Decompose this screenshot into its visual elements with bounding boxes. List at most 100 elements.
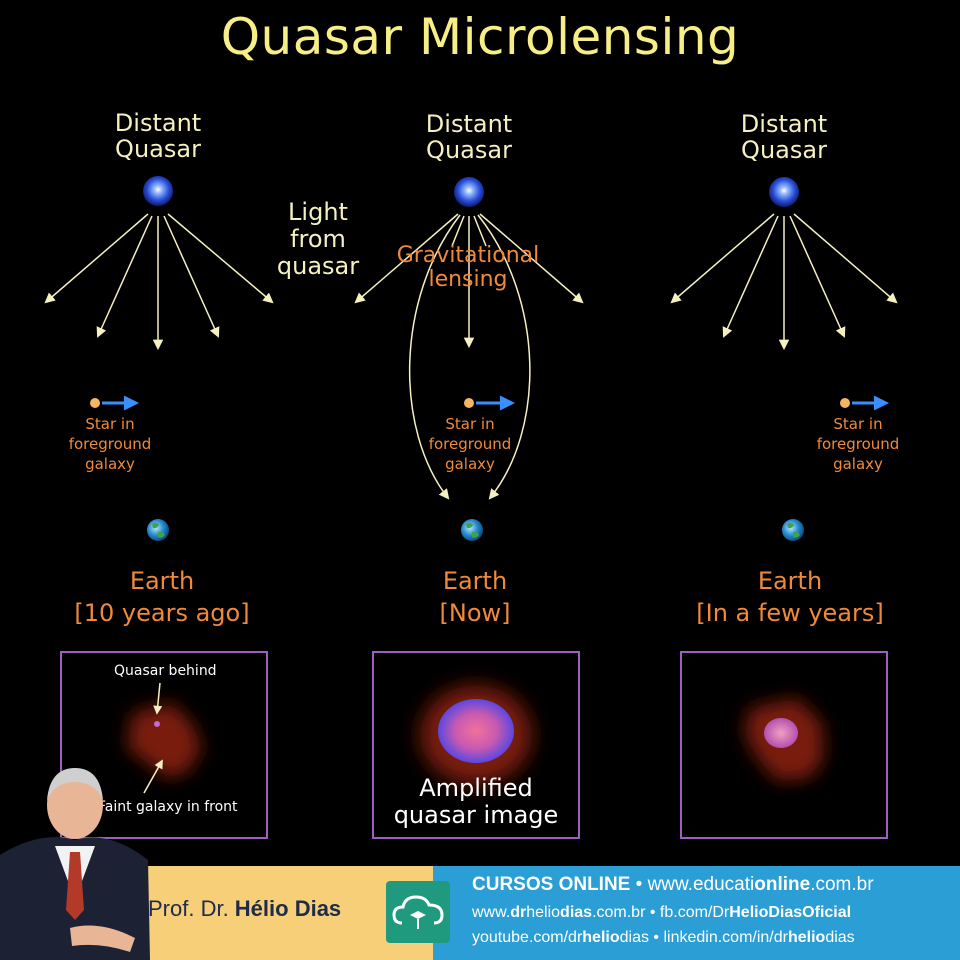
faint-galaxy-label: Faint galaxy in front [98,799,238,815]
star-label-center: Star in foreground galaxy [400,414,540,474]
light-from-quasar-label: Light from quasar [268,199,368,280]
lensing-label-line1: Gravitational [396,243,540,268]
light-ray [44,213,149,304]
earth-label-line2: [10 years ago] [74,599,250,627]
footer-text-part: helio [582,929,620,946]
footer-text-part: dias [560,904,593,921]
star-label-line2: foreground [428,435,512,453]
footer-text-part: dr [510,904,527,921]
panel-past-image [127,682,202,794]
light-label-line1: Light [288,198,348,226]
quasar-label-right: Distant Quasar [714,111,854,163]
quasar-label-line1: Distant [425,110,513,138]
quasar-behind-pointer [153,682,163,715]
light-ray [479,213,584,304]
amplified-quasar-label: Amplified quasar image [374,775,578,829]
earth-label-line2: [Now] [439,599,511,627]
lensing-label-line2: lensing [428,267,508,292]
star-label-line2: foreground [68,435,152,453]
light-ray [96,215,153,338]
footer-text-part: .com.br • fb.com/Dr [592,904,730,921]
earth-label-left: Earth [10 years ago] [12,565,312,629]
presenter-surname: Hélio Dias [234,896,342,921]
presenter-face [47,771,103,839]
star-dot [90,398,100,408]
quasar-sphere [143,176,173,206]
light-ray-short [473,215,487,247]
star-label-right: Star in foreground galaxy [788,414,928,474]
footer-text-part: dias • linkedin.com/in/dr [619,929,788,946]
footer-line-social[interactable]: youtube.com/drheliodias • linkedin.com/i… [472,929,855,947]
quasar-label-line2: Quasar [426,136,512,164]
light-ray [354,213,459,304]
quasar-sphere [769,177,799,207]
star-label-line3: galaxy [833,455,883,473]
gravitational-lensing-label: Gravitational lensing [368,244,568,292]
footer-text-part: helio [787,929,826,946]
amplified-quasar-image [438,699,514,763]
earth-label-line1: Earth [442,567,508,595]
presenter-tie [66,852,84,920]
presenter-hands [70,925,135,952]
footer-text-part: helio [526,904,561,921]
quasar-label-left: Distant Quasar [88,110,228,162]
footer-text-part: www. [472,904,511,921]
light-ray [789,215,846,338]
online-courses-logo [386,881,450,943]
observation-panel-now: Amplified quasar image [372,651,580,839]
light-rays-left [44,213,274,351]
star-label-line3: galaxy [85,455,135,473]
earth-globe [461,519,483,541]
footer-text-part: • www.educati [630,874,755,895]
star-label-line1: Star in [833,415,883,433]
light-ray [722,215,779,338]
presenter-hair [47,768,103,800]
foreground-star-right [840,395,889,411]
light-ray [670,213,775,304]
star-label-line1: Star in [85,415,135,433]
cloud-graduation-icon [392,895,444,929]
footer-text-part: online [754,874,811,895]
quasar-left [143,176,173,206]
lensed-ray-left [409,214,461,500]
light-ray [793,213,898,304]
quasar-label-line1: Distant [740,110,828,138]
light-ray-short [451,215,465,247]
microlensing-diagram [44,176,898,541]
earth-continents [152,522,165,538]
earth-left [147,519,169,541]
quasar-sphere [454,177,484,207]
presenter-prefix: Prof. Dr. [148,896,235,921]
star-label-left: Star in foreground galaxy [40,414,180,474]
amplified-label-line2: quasar image [393,801,559,829]
earth-right [782,519,804,541]
courses-online-text: CURSOS ONLINE [472,874,631,895]
light-label-line2: from [290,225,346,253]
earth-label-line1: Earth [757,567,823,595]
earth-continents [787,522,800,538]
earth-label-right: Earth [In a few years] [640,565,940,629]
footer-text-part: HelioDiasOficial [729,904,852,921]
lensed-ray-right [477,214,531,500]
footer-text-part: youtube.com/dr [472,929,583,946]
quasar-label-line2: Quasar [741,136,827,164]
earth-label-line2: [In a few years] [696,599,884,627]
presenter-photo [0,768,150,960]
quasar-right [769,177,799,207]
earth-label-center: Earth [Now] [325,565,625,629]
foreground-star-left [90,395,139,411]
earth-label-line1: Earth [129,567,195,595]
faint-galaxy-pointer [143,759,163,794]
quasar-image [764,718,798,748]
light-ray [163,215,220,338]
star-dot [464,398,474,408]
quasar-behind-label: Quasar behind [114,663,217,679]
footer-line-courses[interactable]: CURSOS ONLINE • www.educationline.com.br [472,874,874,896]
light-ray [167,213,274,304]
footer-line-websites[interactable]: www.drheliodias.com.br • fb.com/DrHelioD… [472,904,851,922]
observation-panel-future [680,651,888,839]
light-rays-center [354,213,584,500]
earth-globe [782,519,804,541]
star-label-line1: Star in [445,415,495,433]
faint-galaxy-glow [127,703,202,778]
